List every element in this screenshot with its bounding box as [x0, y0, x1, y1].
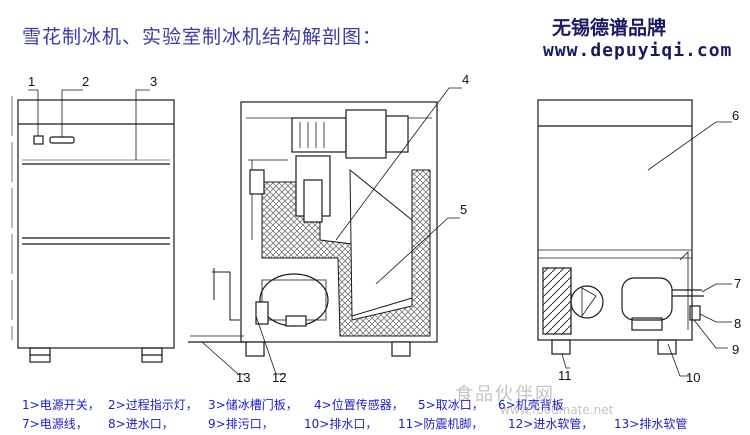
callout-8: 8: [734, 316, 741, 331]
callout-5: 5: [460, 202, 467, 217]
legend-item-2: 2>过程指示灯，: [108, 398, 198, 412]
side-section-view: [188, 101, 438, 357]
legend-item-9: 9>排污口，: [208, 417, 274, 431]
callout-12: 12: [272, 370, 286, 385]
legend-item-7: 7>电源线，: [22, 417, 88, 431]
legend-item-4: 4>位置传感器，: [314, 398, 404, 412]
power-switch: [33, 135, 44, 145]
callout-11: 11: [558, 368, 572, 383]
leader-lines: [28, 87, 732, 377]
rear-view: [537, 99, 704, 355]
legend-item-8: 8>进水口，: [108, 417, 174, 431]
legend-item-3: 3>储冰槽门板，: [208, 398, 298, 412]
watermark-url: www.foodmate.net: [500, 403, 614, 417]
process-indicator-light: [49, 136, 75, 144]
legend-item-12: 12>进水软管，: [508, 417, 594, 431]
legend-item-1: 1>电源开关，: [22, 398, 100, 412]
callout-7: 7: [734, 276, 741, 291]
website-text: www.depuyiqi.com: [543, 40, 733, 61]
legend-item-6: 6>机壳背板: [498, 398, 564, 412]
callout-labels: 1 2 3 4 5 6 7 8 9 10 11 12 13: [28, 72, 741, 385]
front-view: [11, 96, 175, 363]
callout-3: 3: [150, 74, 157, 89]
callout-2: 2: [82, 74, 89, 89]
legend-item-5: 5>取冰口，: [418, 398, 484, 412]
callout-6: 6: [732, 108, 739, 123]
legend-item-13: 13>排水软管: [614, 417, 688, 431]
callout-13: 13: [236, 370, 250, 385]
page-title: 雪花制冰机、实验室制冰机结构解剖图：: [22, 26, 383, 48]
callout-10: 10: [686, 370, 700, 385]
legend-item-10: 10>排水口，: [304, 417, 378, 431]
brand-name: 无锡德谱品牌: [552, 17, 667, 39]
legend-item-11: 11>防震机脚，: [398, 417, 484, 431]
callout-4: 4: [462, 72, 469, 87]
callout-1: 1: [28, 74, 35, 89]
watermark-cn: 食品伙伴网: [455, 384, 555, 405]
callout-9: 9: [732, 342, 739, 357]
